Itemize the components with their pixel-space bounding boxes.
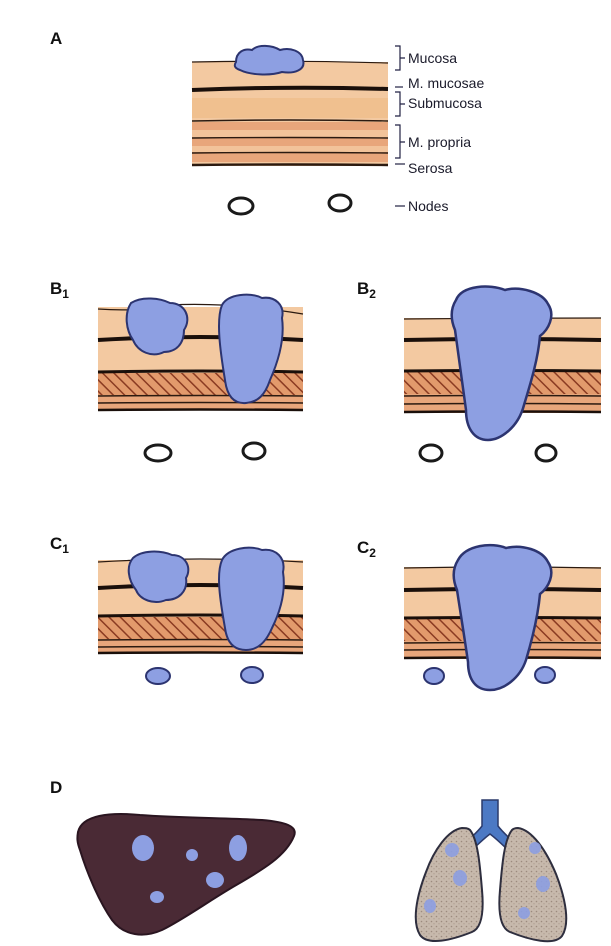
metastasis bbox=[229, 835, 247, 861]
liver bbox=[77, 814, 294, 935]
panel-label-c2: C2 bbox=[357, 538, 376, 560]
tumor-submucosal bbox=[129, 552, 189, 602]
panel-a: A Mucosa M. mucosae bbox=[50, 29, 484, 214]
panel-d: D bbox=[50, 778, 566, 941]
panel-label-b2: B2 bbox=[357, 279, 376, 301]
label-m-mucosae: M. mucosae bbox=[408, 75, 484, 91]
label-nodes: Nodes bbox=[408, 198, 448, 214]
lymph-node-involved bbox=[535, 667, 555, 683]
panel-label-b1: B1 bbox=[50, 279, 69, 301]
tumor-submucosal bbox=[127, 298, 188, 354]
lymph-node bbox=[229, 198, 253, 214]
metastasis bbox=[424, 899, 436, 913]
lungs-with-metastases bbox=[416, 800, 567, 941]
panel-c1: C1 bbox=[50, 534, 303, 684]
lymph-nodes-b1 bbox=[145, 443, 265, 461]
lymph-node bbox=[243, 443, 265, 459]
metastasis bbox=[150, 891, 164, 903]
liver-with-metastases bbox=[77, 814, 294, 935]
lymph-node-involved bbox=[424, 668, 444, 684]
lymph-node bbox=[145, 445, 171, 461]
lymph-nodes-b2 bbox=[420, 445, 556, 461]
lymph-node bbox=[536, 445, 556, 461]
metastasis bbox=[206, 872, 224, 888]
lymph-node-involved bbox=[241, 667, 263, 683]
tumor-through-wall bbox=[452, 287, 552, 440]
lymph-node bbox=[420, 445, 442, 461]
metastasis bbox=[529, 842, 541, 854]
label-mucosa: Mucosa bbox=[408, 50, 457, 66]
tumor-mucosal bbox=[235, 46, 304, 75]
label-submucosa: Submucosa bbox=[408, 95, 482, 111]
lymph-nodes-c1-involved bbox=[146, 667, 263, 684]
lymph-nodes-a bbox=[229, 195, 351, 214]
panel-b1: B1 bbox=[50, 279, 303, 461]
metastasis bbox=[132, 835, 154, 861]
metastasis bbox=[518, 907, 530, 919]
panel-label-d: D bbox=[50, 778, 62, 797]
metastasis bbox=[186, 849, 198, 861]
metastasis bbox=[536, 876, 550, 892]
panel-c2: C2 bbox=[357, 538, 601, 690]
bowel-wall-cross-section-a bbox=[192, 61, 388, 166]
lymph-node-involved bbox=[146, 668, 170, 684]
tumor-through-wall bbox=[454, 545, 552, 690]
metastasis bbox=[453, 870, 467, 886]
label-m-propria: M. propria bbox=[408, 134, 471, 150]
lymph-node bbox=[329, 195, 351, 211]
layer-brackets bbox=[395, 46, 405, 206]
metastasis bbox=[445, 843, 459, 857]
panel-label-c1: C1 bbox=[50, 534, 69, 556]
panel-label-a: A bbox=[50, 29, 62, 48]
panel-b2: B2 bbox=[357, 279, 601, 461]
label-serosa: Serosa bbox=[408, 160, 453, 176]
